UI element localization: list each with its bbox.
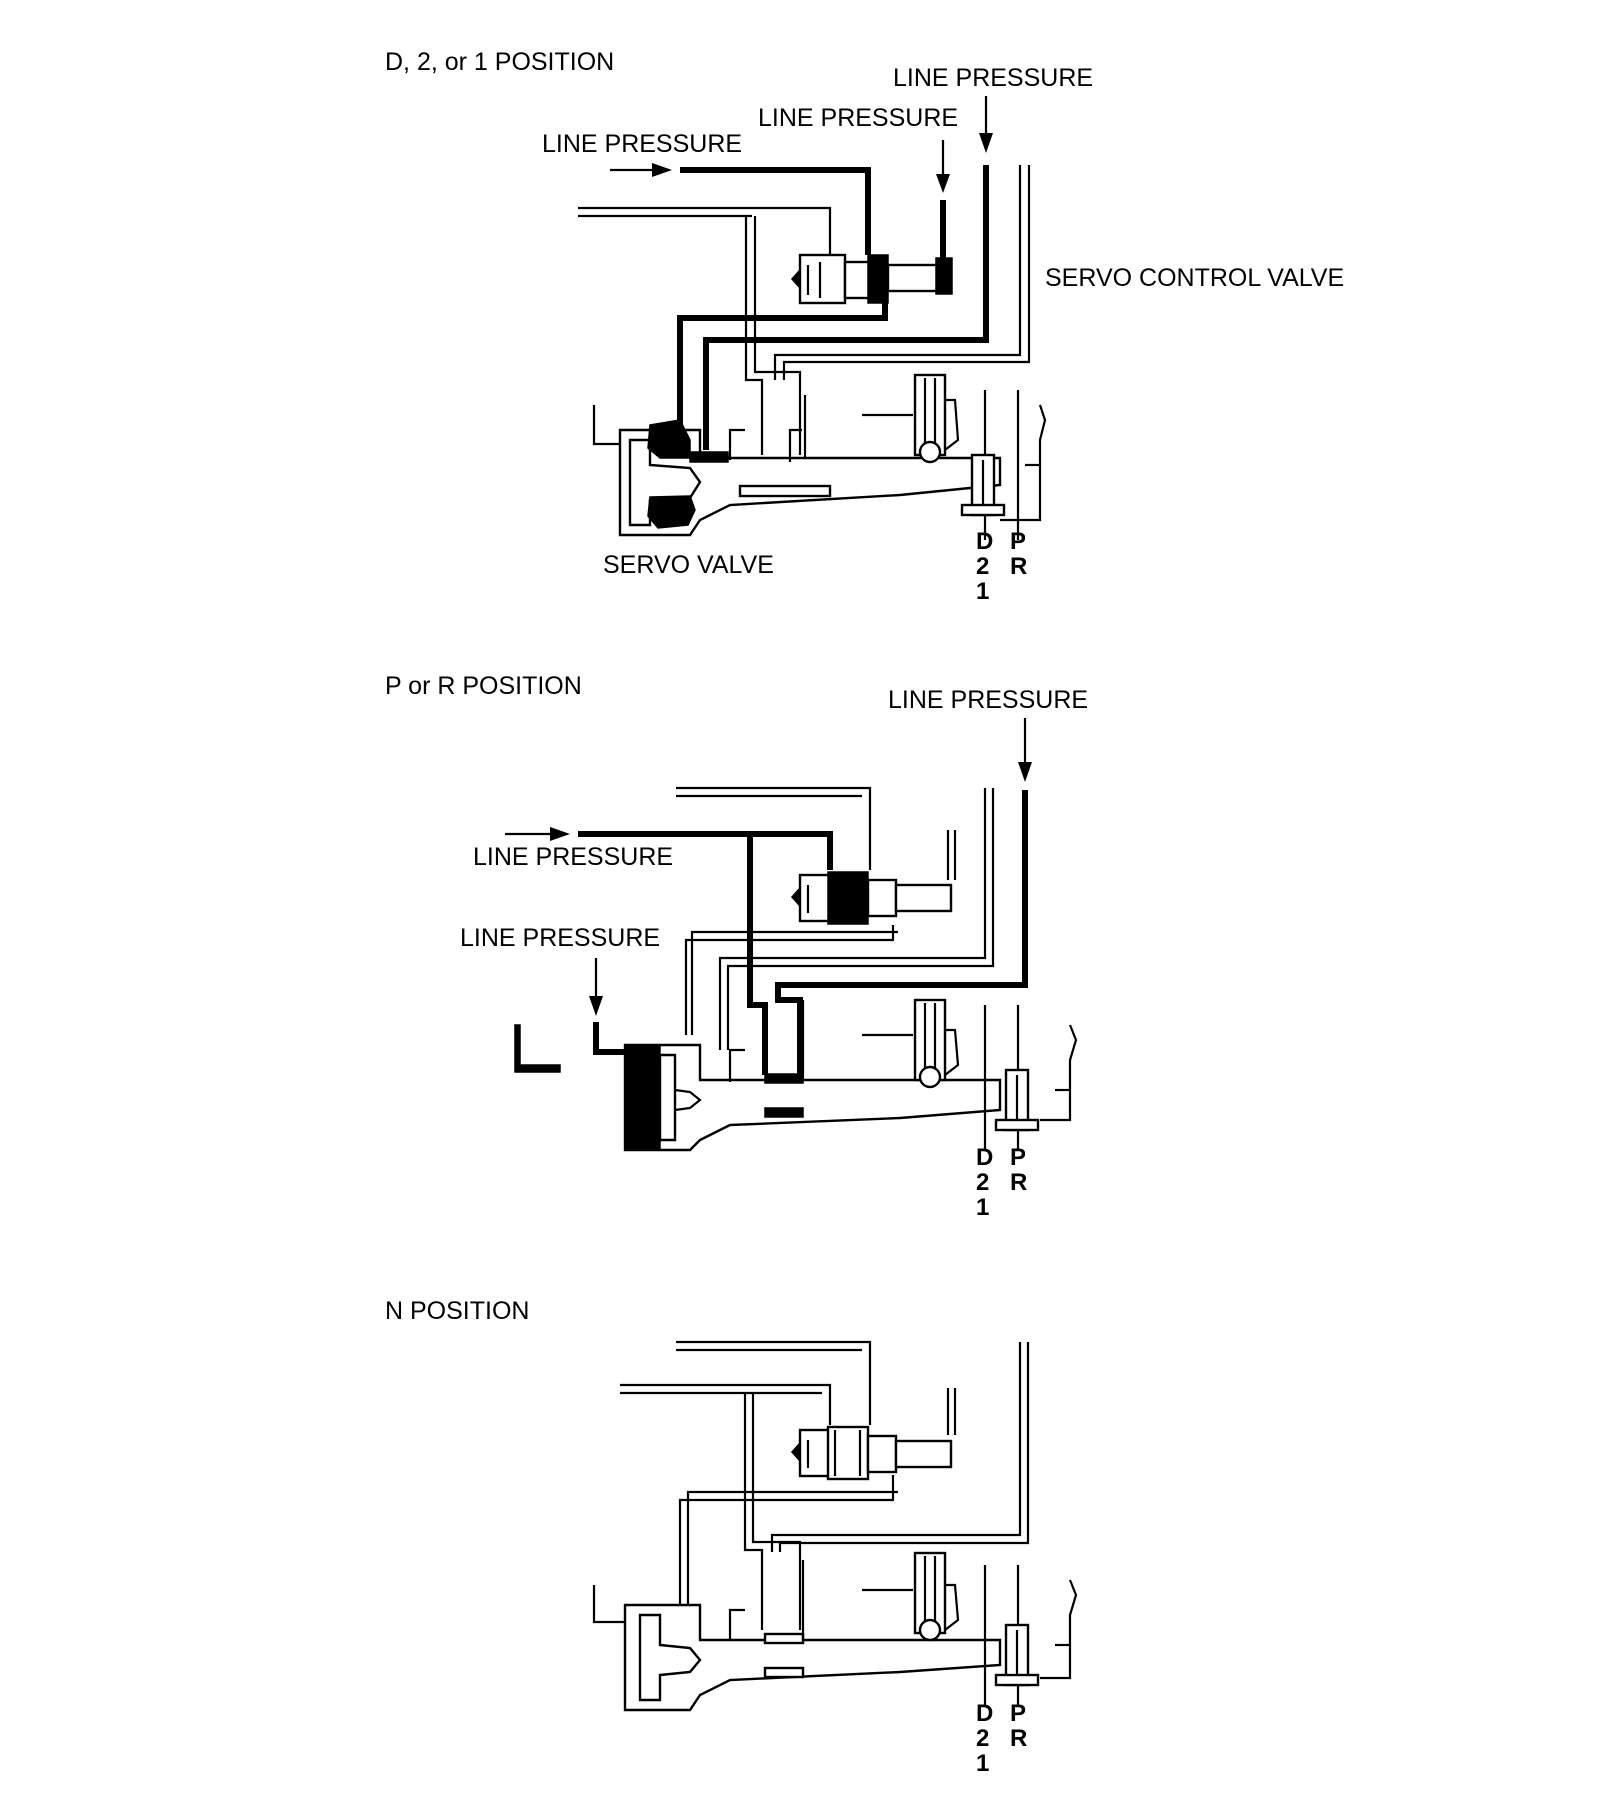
detent-assembly	[862, 998, 1078, 1122]
passage-upper-a	[676, 786, 872, 870]
passage-left-a	[684, 925, 895, 1035]
line-pressure-arrow-left	[505, 827, 570, 841]
line-pressure-arrow-lower	[589, 958, 603, 1016]
pressurized-line-lower	[677, 300, 888, 430]
passage-ctrl-a	[770, 1342, 1022, 1552]
panel-d21-title: D, 2, or 1 POSITION	[385, 48, 614, 76]
detent-assembly	[862, 1551, 1078, 1680]
line-pressure-label-right: LINE PRESSURE	[893, 64, 1093, 92]
pressurized-line-right	[775, 790, 1028, 1075]
pressurized-line-lower	[593, 1022, 630, 1055]
pressurized-line-right	[703, 165, 989, 450]
pos-label-1: 1	[976, 1750, 989, 1777]
servo-control-valve	[790, 1425, 953, 1481]
pos-label-2: 2	[976, 1169, 989, 1196]
servo-valve-body	[514, 1000, 1002, 1152]
passage-upper-c	[620, 1383, 832, 1425]
pos-label-p: P	[1010, 1700, 1026, 1727]
manual-valve-pr	[983, 1005, 1040, 1150]
passage-ctrl-b	[778, 1342, 1030, 1552]
panel-pr: P or R POSITION LINE PRESSURE LINE PRESS…	[385, 672, 1088, 1221]
panel-n-title: N POSITION	[385, 1297, 529, 1325]
detent-assembly	[862, 373, 1047, 522]
servo-valve-label: SERVO VALVE	[603, 551, 774, 579]
line-pressure-label-left: LINE PRESSURE	[542, 130, 742, 158]
passage-upper-a	[578, 206, 832, 255]
servo-control-valve	[790, 253, 953, 305]
pos-label-r: R	[1010, 553, 1027, 580]
pos-label-p: P	[1010, 1144, 1026, 1171]
passage-ctrl-a	[718, 788, 987, 1050]
pos-label-d: D	[976, 528, 993, 555]
pos-label-1: 1	[976, 578, 989, 605]
passage-branch-a	[744, 216, 764, 455]
passage-left-stub	[592, 405, 624, 446]
line-pressure-label-mid: LINE PRESSURE	[758, 104, 958, 132]
passage-servo-ctrl-b	[782, 165, 1031, 380]
manual-valve-n	[983, 1565, 1040, 1705]
passage-ctrl-b	[726, 788, 995, 1050]
pos-label-p: P	[1010, 528, 1026, 555]
pos-label-d: D	[976, 1700, 993, 1727]
manual-valve-d21	[960, 390, 1020, 540]
pressurized-line-down	[747, 834, 768, 1075]
line-pressure-label-right: LINE PRESSURE	[888, 686, 1088, 714]
passage-left-b	[690, 930, 898, 1035]
passage-left-stub	[592, 1585, 624, 1624]
passage-branch-b	[753, 216, 802, 455]
line-pressure-arrow-right	[979, 96, 993, 153]
passage-branch-a	[743, 1393, 764, 1630]
passage-upper-a	[676, 1340, 872, 1425]
pos-label-1: 1	[976, 1194, 989, 1221]
pressurized-line-left	[680, 167, 871, 255]
pos-label-2: 2	[976, 1725, 989, 1752]
pos-label-r: R	[1010, 1725, 1027, 1752]
servo-control-valve-label: SERVO CONTROL VALVE	[1045, 264, 1344, 292]
panel-pr-title: P or R POSITION	[385, 672, 582, 700]
servo-control-valve	[790, 871, 953, 925]
panel-n: N POSITION	[385, 1297, 1078, 1777]
line-pressure-label-left: LINE PRESSURE	[473, 843, 673, 871]
servo-valve-body	[623, 1560, 1002, 1712]
passage-left-a	[678, 1475, 895, 1610]
servo-valve-body	[618, 395, 1002, 537]
passage-branch-b	[751, 1393, 802, 1630]
pos-label-d: D	[976, 1144, 993, 1171]
passage-left-b	[686, 1490, 898, 1610]
pos-label-2: 2	[976, 553, 989, 580]
line-pressure-label-lower: LINE PRESSURE	[460, 924, 660, 952]
passage-servo-ctrl-a	[773, 165, 1022, 380]
pressurized-line-left	[578, 831, 833, 870]
line-pressure-arrow-right	[1018, 718, 1032, 782]
line-pressure-arrow-left	[610, 163, 672, 177]
line-pressure-arrow-mid	[936, 140, 950, 193]
panel-d21: D, 2, or 1 POSITION LINE PRESSURE LINE P…	[385, 48, 1344, 605]
pos-label-r: R	[1010, 1169, 1027, 1196]
